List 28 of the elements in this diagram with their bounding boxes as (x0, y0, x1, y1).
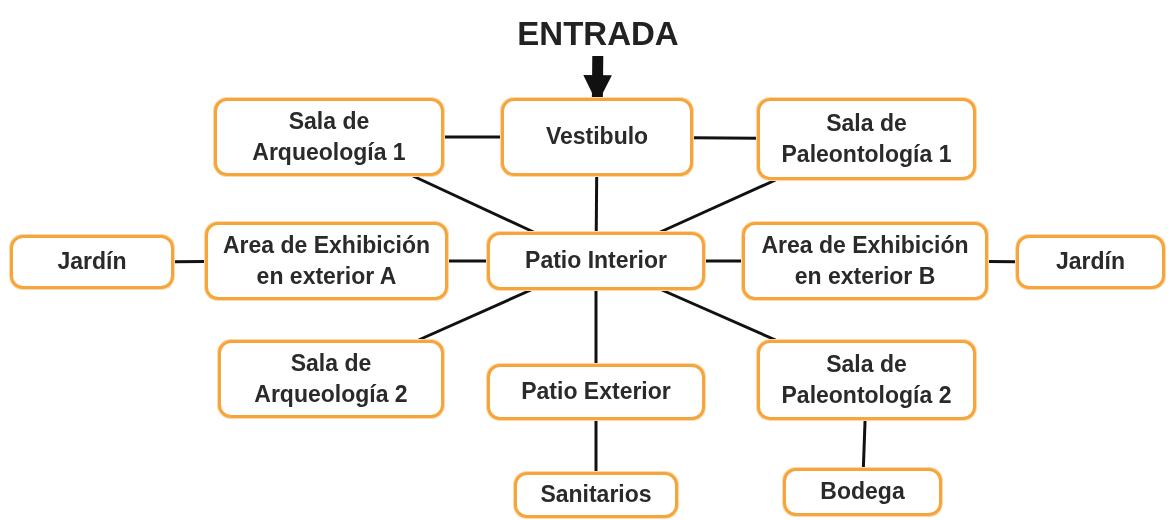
room-box: Patio Interior (487, 232, 705, 290)
room-box: Jardín (10, 235, 174, 289)
room-box: Sala de Paleontología 2 (757, 340, 976, 420)
room-box: Area de Exhibición en exterior A (205, 222, 448, 300)
connector-line (448, 259, 487, 263)
room-box: Jardín (1016, 235, 1165, 289)
connector-line (659, 178, 777, 234)
room-box: Sala de Arqueología 1 (214, 98, 444, 176)
room-box: Patio Exterior (487, 364, 705, 420)
connector-line (594, 420, 598, 472)
connector-line (444, 135, 501, 139)
room-box: Vestibulo (501, 98, 693, 176)
entrance-label: ENTRADA (517, 13, 679, 54)
connector-line (661, 288, 777, 342)
connector-line (417, 288, 532, 342)
room-box: Sanitarios (514, 472, 678, 518)
connector-line (988, 260, 1016, 264)
room-box: Bodega (783, 468, 942, 516)
connector-line (861, 419, 867, 469)
connector-line (174, 260, 205, 264)
room-box: Sala de Arqueología 2 (218, 340, 444, 418)
connector-line (594, 176, 599, 232)
room-box: Sala de Paleontología 1 (757, 98, 976, 180)
connector-line (412, 174, 535, 234)
connector-line (705, 259, 742, 263)
connector-line (693, 136, 757, 140)
connector-line (594, 290, 598, 364)
room-box: Area de Exhibición en exterior B (742, 222, 988, 300)
